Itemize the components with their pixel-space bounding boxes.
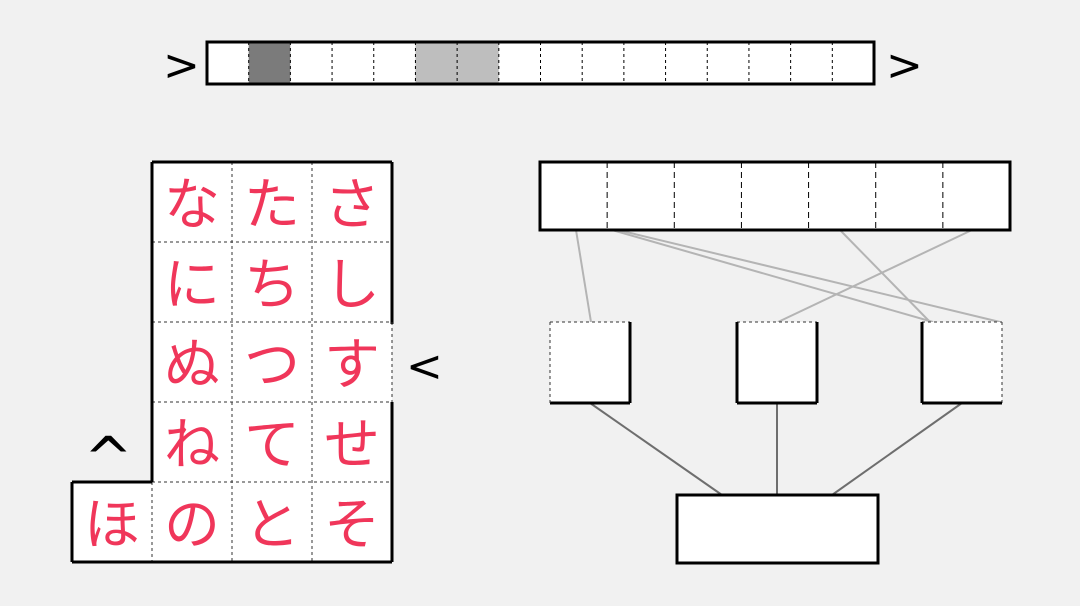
tape-cell xyxy=(207,42,249,84)
tree-connector-lower xyxy=(589,402,723,496)
tree-connector-upper xyxy=(611,229,934,323)
tape-cell xyxy=(707,42,749,84)
memory-tape: > > xyxy=(163,40,923,91)
tree-connector-lower xyxy=(831,402,963,496)
kana-character: ち xyxy=(244,253,300,318)
kana-grid-borders xyxy=(70,160,394,564)
tape-cells xyxy=(207,42,874,84)
tape-cell xyxy=(248,42,291,84)
kana-character: て xyxy=(244,413,300,478)
tape-cell xyxy=(373,42,416,84)
kana-character: に xyxy=(164,253,220,318)
tree-connector-upper xyxy=(575,229,592,323)
kana-character: す xyxy=(324,333,380,398)
tape-cell xyxy=(498,42,541,84)
kana-row-background xyxy=(152,162,392,242)
tree-connector-upper xyxy=(777,229,973,323)
kana-character: さ xyxy=(324,173,380,238)
tree-diagram xyxy=(538,160,1012,565)
tree-middle-node xyxy=(737,322,817,403)
tree-connector-lines xyxy=(575,229,1001,496)
kana-row-background xyxy=(152,242,392,322)
tree-middle-node xyxy=(550,322,630,403)
tape-right-marker: > xyxy=(886,40,923,91)
tape-cell xyxy=(665,42,708,84)
tape-left-marker: > xyxy=(163,40,200,91)
kana-cells: なたさにちしぬつすねてせほのとそ xyxy=(72,162,392,562)
kana-character: と xyxy=(244,493,300,558)
tree-connector-upper xyxy=(617,229,1001,323)
kana-character: ほ xyxy=(84,493,140,558)
kana-character: し xyxy=(324,253,380,318)
tape-cell xyxy=(832,42,874,84)
tape-cell xyxy=(540,42,583,84)
kana-character: せ xyxy=(324,413,380,478)
kana-character: た xyxy=(244,173,300,238)
kana-character: な xyxy=(164,173,220,238)
tape-cell xyxy=(457,42,499,84)
tree-top-array xyxy=(538,160,1012,232)
column-pointer-caret: ^ xyxy=(84,424,133,492)
tree-top-array-frame xyxy=(538,160,1012,232)
kana-grid: なたさにちしぬつすねてせほのとそ < ^ xyxy=(70,160,443,564)
tree-connector-upper xyxy=(839,229,931,323)
tree-middle-node xyxy=(922,322,1002,403)
tape-cell xyxy=(582,42,624,84)
tape-cell xyxy=(790,42,833,84)
row-pointer-arrow: < xyxy=(406,341,443,392)
tape-frame xyxy=(205,40,876,86)
kana-row-background xyxy=(152,322,392,402)
kana-character: つ xyxy=(244,333,300,398)
kana-character: ね xyxy=(164,413,220,478)
kana-row-background xyxy=(152,402,392,482)
tape-cell xyxy=(290,42,333,84)
tape-cell xyxy=(623,42,666,84)
tree-middle-nodes xyxy=(549,321,1003,405)
kana-character: そ xyxy=(324,493,380,558)
kana-character: ぬ xyxy=(164,333,220,398)
tape-cell xyxy=(415,42,458,84)
tape-cell xyxy=(332,42,374,84)
tape-cell xyxy=(748,42,791,84)
tree-bottom-node xyxy=(675,493,880,565)
kana-character: の xyxy=(164,493,220,558)
